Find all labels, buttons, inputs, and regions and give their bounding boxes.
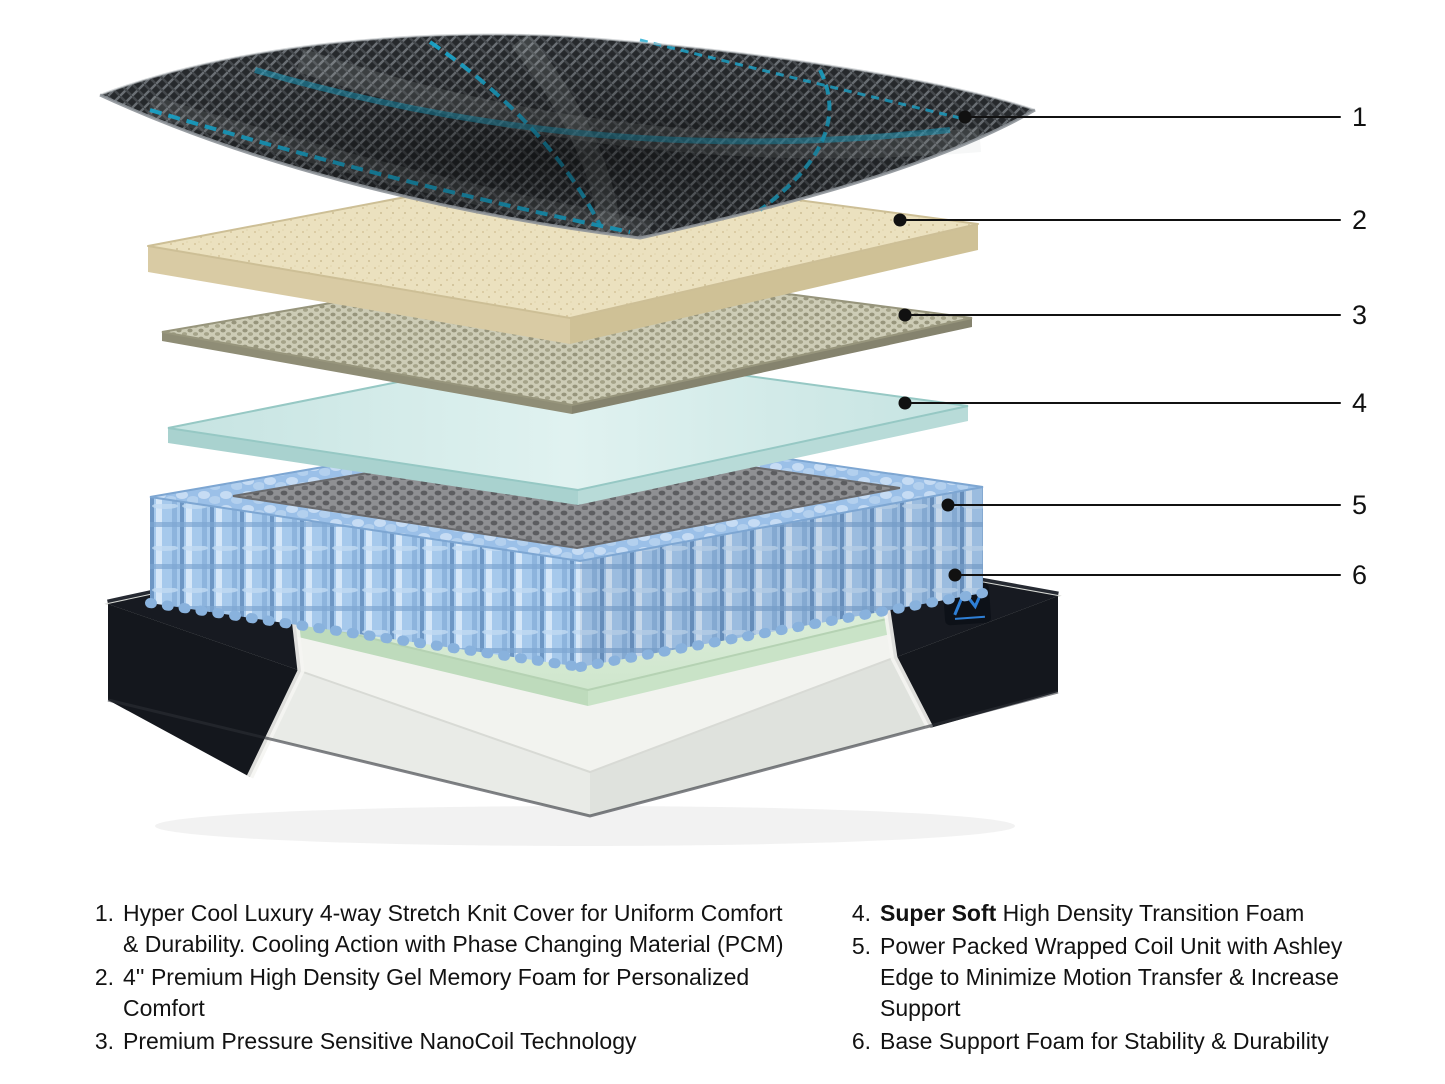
legend-item-6: 6. Base Support Foam for Stability & Dur… bbox=[841, 1026, 1375, 1057]
legend-item-5-rest: Power Packed Wrapped Coil Unit with Ashl… bbox=[880, 933, 1343, 1021]
callout-2-dot bbox=[893, 213, 907, 227]
nanocoil-front-right bbox=[572, 318, 972, 414]
ground-shadow bbox=[155, 806, 1015, 846]
legend-item-6-rest: Base Support Foam for Stability & Durabi… bbox=[880, 1028, 1329, 1054]
legend-item-4-number: 4. bbox=[851, 900, 871, 926]
legend-item-3-text: Premium Pressure Sensitive NanoCoil Tech… bbox=[123, 1026, 788, 1057]
legend-item-4-rest: High Density Transition Foam bbox=[996, 900, 1305, 926]
callout-3-dot bbox=[898, 308, 912, 322]
legend-item-3-number: 3. bbox=[94, 1028, 114, 1054]
base-bottom-edge bbox=[107, 690, 1059, 818]
callout-6-dot bbox=[948, 568, 962, 582]
legend-column-left: 1. Hyper Cool Luxury 4-way Stretch Knit … bbox=[84, 898, 788, 1059]
legend-item-2-text: 4'' Premium High Density Gel Memory Foam… bbox=[123, 962, 788, 1024]
knit-sag-shading bbox=[100, 34, 1035, 238]
base-right-cap-side bbox=[894, 596, 1058, 728]
legend-item-6-number: 6. bbox=[851, 1028, 871, 1054]
legend-item-1-text: Hyper Cool Luxury 4-way Stretch Knit Cov… bbox=[123, 898, 788, 960]
legend-item-4-text: Super Soft High Density Transition Foam bbox=[880, 898, 1375, 929]
legend-column-right: 4. Super Soft High Density Transition Fo… bbox=[841, 898, 1375, 1059]
callout-1-number: 1 bbox=[1352, 102, 1367, 132]
callout-1: 1 bbox=[958, 102, 1367, 132]
coil-bottom-scallop-right bbox=[575, 588, 988, 672]
legend-item-5: 5. Power Packed Wrapped Coil Unit with A… bbox=[841, 931, 1375, 1024]
legend-item-2: 2. 4'' Premium High Density Gel Memory F… bbox=[84, 962, 788, 1024]
knit-front-piping bbox=[99, 93, 1036, 240]
transition-foam-front-right bbox=[578, 406, 968, 505]
coil-front-right-face bbox=[580, 487, 983, 667]
layer-transition-foam bbox=[167, 348, 969, 505]
legend-item-5-number: 5. bbox=[851, 933, 871, 959]
legend-item-3: 3. Premium Pressure Sensitive NanoCoil T… bbox=[84, 1026, 788, 1057]
callout-1-dot bbox=[958, 110, 972, 124]
legend-item-1: 1. Hyper Cool Luxury 4-way Stretch Knit … bbox=[84, 898, 788, 960]
legend-item-1-rest: Hyper Cool Luxury 4-way Stretch Knit Cov… bbox=[123, 900, 784, 957]
legend-item-6-text: Base Support Foam for Stability & Durabi… bbox=[880, 1026, 1375, 1057]
legend-item-2-rest: 4'' Premium High Density Gel Memory Foam… bbox=[123, 964, 750, 1021]
legend-item-5-text: Power Packed Wrapped Coil Unit with Ashl… bbox=[880, 931, 1375, 1024]
callouts: 1 2 3 4 5 bbox=[893, 102, 1367, 590]
callout-5-number: 5 bbox=[1352, 490, 1367, 520]
coil-right-shading bbox=[580, 487, 983, 667]
callout-2: 2 bbox=[893, 205, 1367, 235]
coil-front-left-face bbox=[150, 497, 580, 667]
callout-6-number: 6 bbox=[1352, 560, 1367, 590]
transition-foam-front-left bbox=[168, 428, 578, 505]
callout-5-dot bbox=[941, 498, 955, 512]
layer-knit-cover bbox=[99, 33, 1036, 240]
callout-4: 4 bbox=[898, 388, 1367, 418]
legend-item-4: 4. Super Soft High Density Transition Fo… bbox=[841, 898, 1375, 929]
callout-3: 3 bbox=[898, 300, 1367, 330]
legend-item-4-bold: Super Soft bbox=[880, 900, 997, 926]
callout-3-number: 3 bbox=[1352, 300, 1367, 330]
nanocoil-front-left bbox=[162, 332, 572, 414]
callout-6: 6 bbox=[948, 560, 1367, 590]
legend-item-3-rest: Premium Pressure Sensitive NanoCoil Tech… bbox=[123, 1028, 637, 1054]
legend-item-1-number: 1. bbox=[94, 900, 114, 926]
callout-4-dot bbox=[898, 396, 912, 410]
callout-2-number: 2 bbox=[1352, 205, 1367, 235]
legend-item-2-number: 2. bbox=[94, 964, 114, 990]
callout-4-number: 4 bbox=[1352, 388, 1367, 418]
callout-5: 5 bbox=[941, 490, 1367, 520]
memory-foam-front-left bbox=[148, 246, 570, 344]
coil-bottom-scallop-left bbox=[145, 598, 585, 672]
memory-foam-front-right bbox=[570, 224, 978, 344]
